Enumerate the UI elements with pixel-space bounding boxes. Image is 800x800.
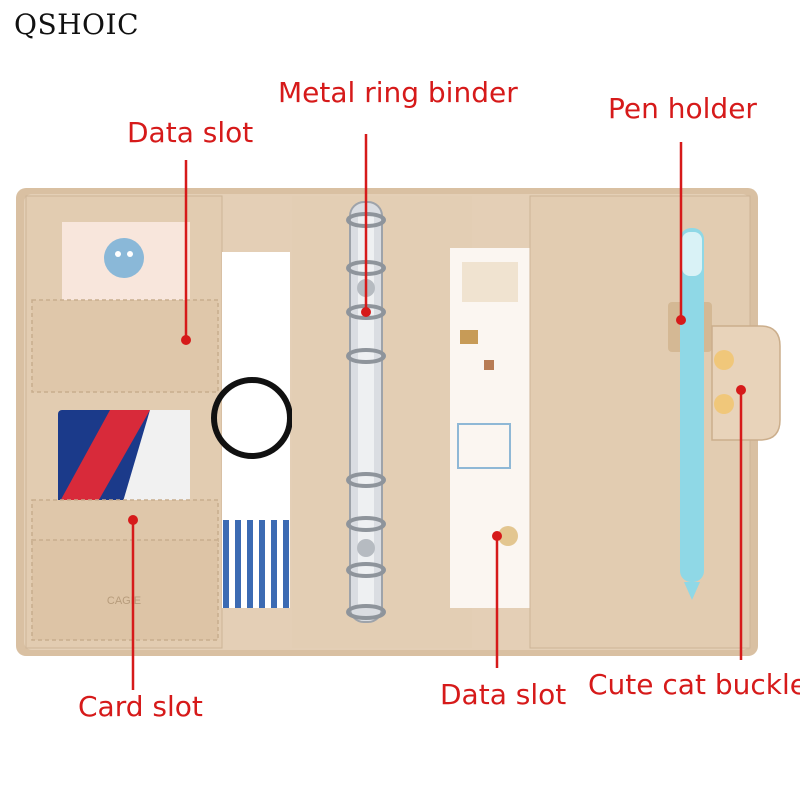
left-data-slot-pocket: [31, 299, 219, 393]
brand-logo: QSHOIC: [14, 8, 139, 41]
paper-cartoon: [104, 238, 144, 278]
right-inner-page: [450, 248, 530, 608]
card-slot-pocket: [31, 499, 219, 543]
embossed-logo: CAGIE: [107, 595, 141, 607]
label-cute-cat-buckle: Cute cat buckle: [588, 668, 800, 701]
pen: [680, 228, 704, 582]
label-data-slot-top: Data slot: [127, 116, 254, 149]
label-card-slot: Card slot: [78, 690, 203, 723]
label-pen-holder: Pen holder: [608, 92, 757, 125]
blue-stripes: [222, 520, 290, 608]
bottom-pocket: [31, 539, 219, 641]
label-metal-ring-binder: Metal ring binder: [278, 76, 518, 109]
deer-emblem: [211, 377, 293, 459]
annotation-pointers: [128, 134, 746, 690]
label-data-slot-bottom: Data slot: [440, 678, 567, 711]
cat-buckle: [711, 325, 781, 441]
